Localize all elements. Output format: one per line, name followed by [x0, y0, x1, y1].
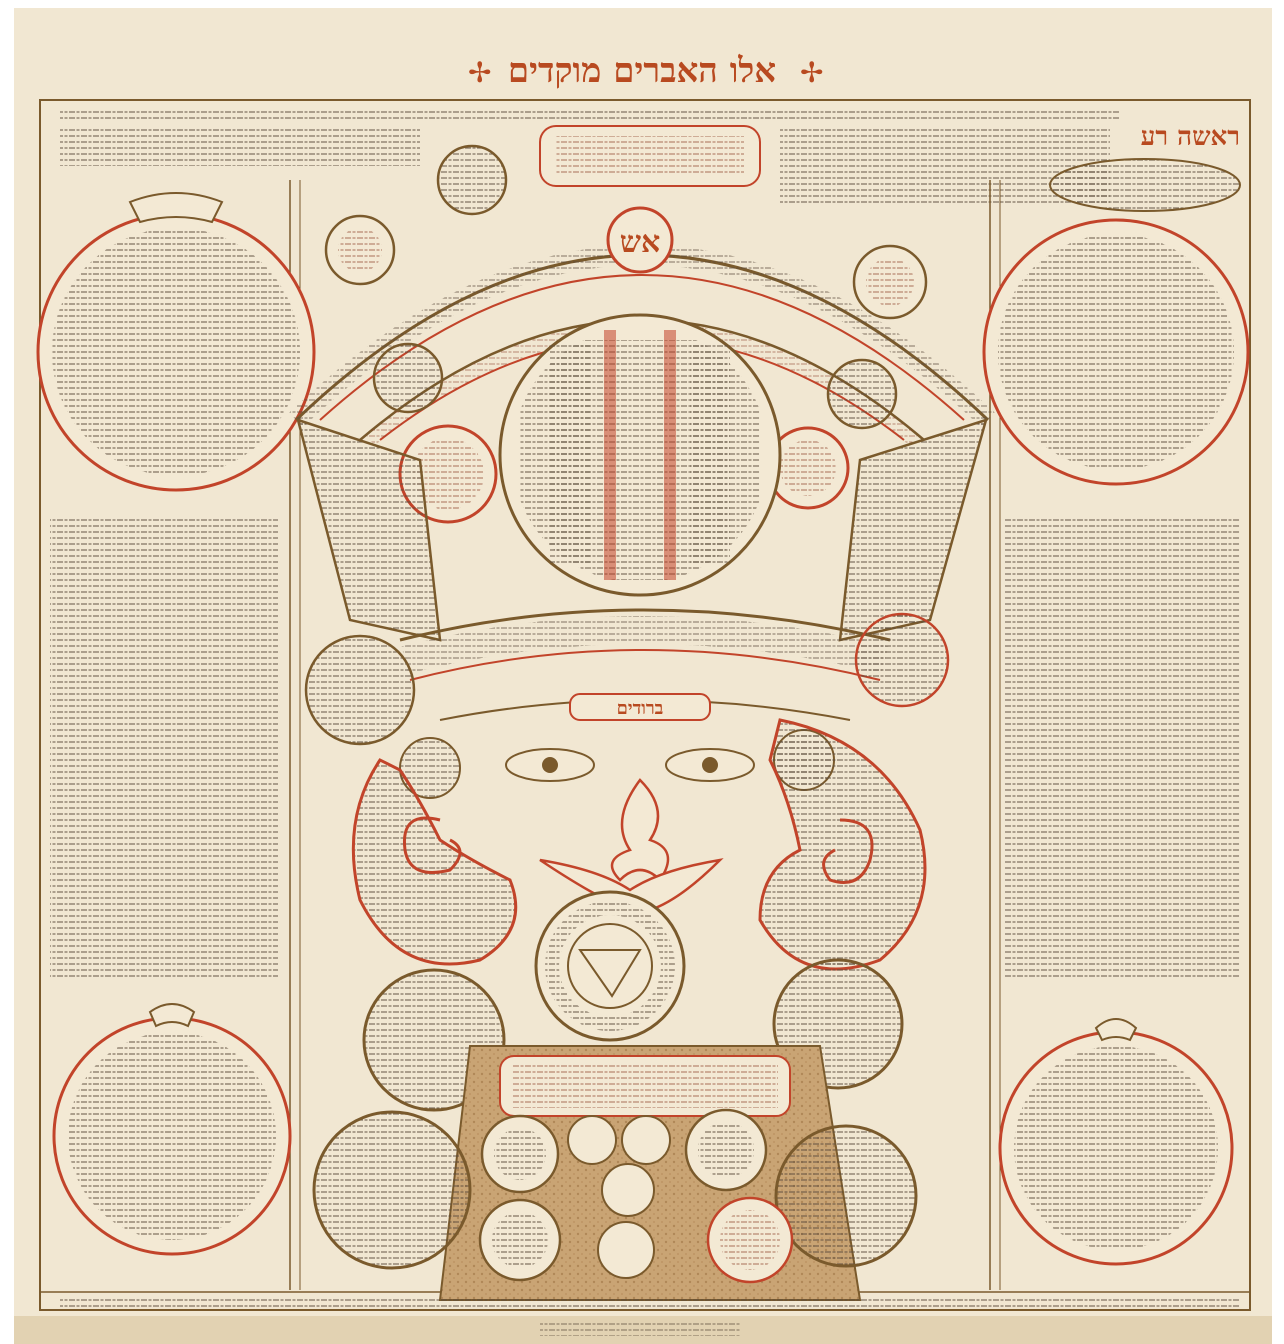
center-letter: אש [620, 225, 661, 260]
base-circle-1-inner [494, 1128, 546, 1180]
header-text-row-1 [60, 108, 1120, 122]
base-circle-7 [597, 1221, 655, 1279]
right-eye-pupil [702, 757, 718, 773]
arch-label: ברודים [617, 698, 664, 719]
central-cartouche [539, 125, 761, 187]
circle-bottom-left [52, 1003, 292, 1256]
base-circle-6-inner [492, 1212, 548, 1268]
mid-circle-left [304, 634, 416, 746]
corner-label: ראשה רע [1141, 122, 1240, 152]
base-circle-5-inner [698, 1122, 754, 1178]
header-text-row-2 [60, 126, 420, 166]
flourish-right-icon: ✢ [800, 56, 823, 89]
mid-circle-left-2 [399, 737, 461, 799]
small-circle-4 [372, 342, 444, 414]
base-circle-8-inner [720, 1210, 780, 1270]
arch-label-box [569, 693, 711, 721]
small-circle-2-inner [338, 228, 382, 272]
left-lobe [351, 758, 518, 966]
manuscript-title: אלו האברים מוקדים [508, 51, 776, 91]
bottom-strip-text [540, 1322, 740, 1336]
right-text-column [1005, 515, 1240, 980]
right-lobe-spiral [822, 818, 874, 884]
oval-top-right [1049, 158, 1241, 212]
mid-circle-right [854, 612, 950, 708]
small-circle-6-inner [412, 438, 484, 510]
small-circle-1 [436, 144, 508, 216]
base-circle-far-left [312, 1110, 472, 1270]
circle-top-right [982, 218, 1250, 486]
left-eye-pupil [542, 757, 558, 773]
stomach-circle [534, 890, 686, 1042]
base-circle-far-right [774, 1124, 918, 1268]
fire-circle: אש [606, 206, 674, 274]
circle-top-left [36, 192, 316, 492]
circle-bottom-right [998, 1018, 1234, 1266]
left-lobe-spiral [402, 816, 462, 874]
small-circle-5 [826, 358, 898, 430]
lower-arch [399, 608, 891, 721]
base-circle-4 [601, 1163, 655, 1217]
footer-text-line [60, 1296, 1240, 1310]
small-circle-3-inner [866, 258, 914, 306]
central-heart-circle [498, 313, 782, 597]
left-text-column [50, 515, 278, 980]
flame-icon [610, 778, 670, 882]
small-circle-7-inner [780, 440, 836, 496]
flourish-left-icon: ✢ [468, 56, 491, 89]
base-circle-2 [567, 1115, 617, 1165]
base-circle-3 [621, 1115, 671, 1165]
